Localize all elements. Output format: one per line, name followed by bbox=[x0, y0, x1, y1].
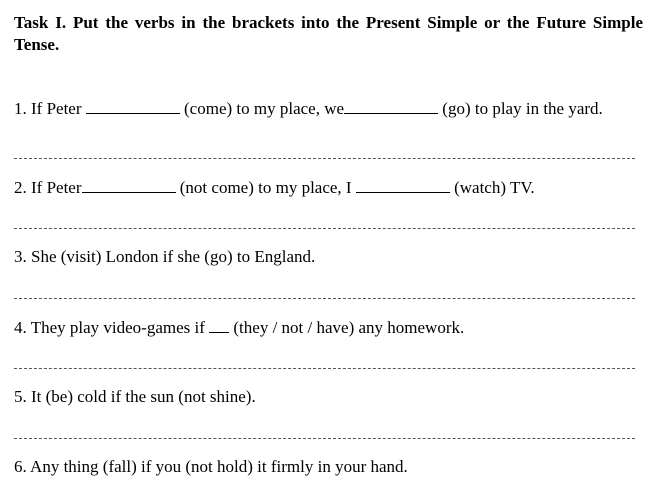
answer-line-3[interactable] bbox=[14, 298, 635, 299]
exercise-5: 5. It (be) cold if the sun (not shine). bbox=[14, 386, 643, 408]
exercise-2-part-1: 2. If Peter bbox=[14, 178, 82, 197]
exercise-1-text: 1. If Peter (come) to my place, we (go) … bbox=[14, 97, 643, 120]
exercise-6: 6. Any thing (fall) if you (not hold) it… bbox=[14, 456, 643, 478]
task-title: Task I. Put the verbs in the brackets in… bbox=[14, 13, 643, 54]
exercise-1-blank-2[interactable] bbox=[344, 97, 439, 114]
exercise-2-part-3: (watch) TV. bbox=[449, 178, 535, 197]
exercise-2-blank-2[interactable] bbox=[355, 176, 450, 193]
exercise-3-text: 3. She (visit) London if she (go) to Eng… bbox=[14, 247, 316, 266]
answer-line-1[interactable] bbox=[14, 158, 635, 159]
exercise-5-text: 5. It (be) cold if the sun (not shine). bbox=[14, 387, 256, 406]
exercise-2-text: 2. If Peter (not come) to my place, I (w… bbox=[14, 176, 643, 199]
exercise-1: 1. If Peter (come) to my place, we (go) … bbox=[14, 97, 643, 120]
exercise-4: 4. They play video-games if (they / not … bbox=[14, 316, 643, 339]
exercise-2-blank-1[interactable] bbox=[81, 176, 176, 193]
exercise-4-text: 4. They play video-games if (they / not … bbox=[14, 316, 643, 339]
exercise-4-part-2: (they / not / have) any homework. bbox=[229, 318, 465, 337]
exercise-1-part-3: (go) to play in the yard. bbox=[438, 99, 603, 118]
exercise-4-part-1: 4. They play video-games if bbox=[14, 318, 210, 337]
exercise-2: 2. If Peter (not come) to my place, I (w… bbox=[14, 176, 643, 199]
answer-line-5[interactable] bbox=[14, 438, 635, 439]
exercise-4-blank-1[interactable] bbox=[209, 316, 230, 333]
exercise-2-part-2: (not come) to my place, I bbox=[175, 178, 356, 197]
exercise-6-text: 6. Any thing (fall) if you (not hold) it… bbox=[14, 457, 408, 476]
exercise-1-part-1: 1. If Peter bbox=[14, 99, 86, 118]
exercise-3: 3. She (visit) London if she (go) to Eng… bbox=[14, 246, 643, 268]
answer-line-4[interactable] bbox=[14, 368, 635, 369]
exercise-1-blank-1[interactable] bbox=[85, 97, 180, 114]
exercise-1-part-2: (come) to my place, we bbox=[179, 99, 345, 118]
answer-line-2[interactable] bbox=[14, 228, 635, 229]
